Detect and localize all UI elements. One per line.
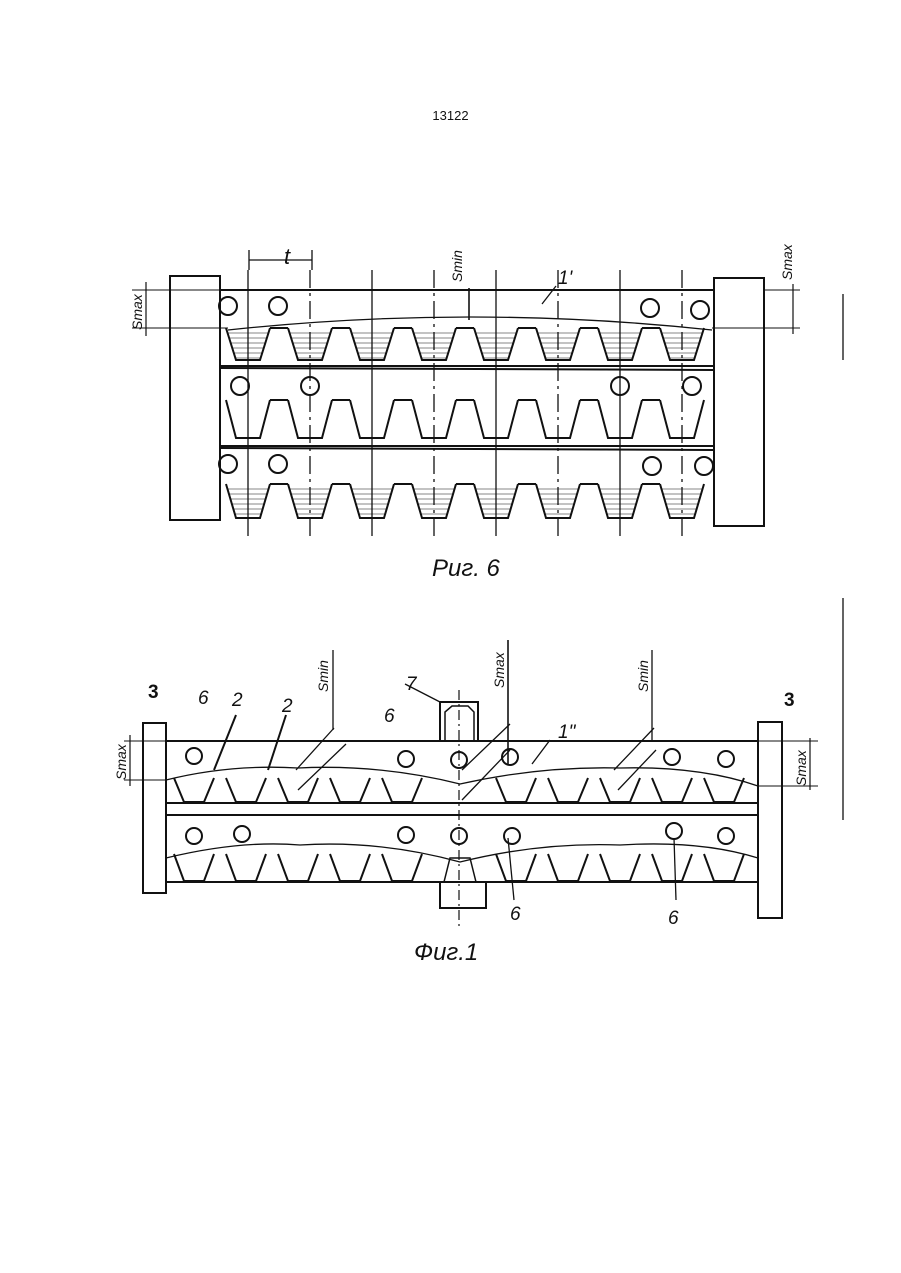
tooth	[496, 854, 536, 881]
pin-hole	[219, 455, 237, 473]
figure-6	[132, 250, 843, 536]
pin-hole	[398, 751, 414, 767]
hole-label-a: 6	[198, 688, 209, 709]
tooth-label-a: 2	[231, 690, 243, 711]
rack-teeth	[226, 328, 704, 518]
tooth	[652, 778, 692, 802]
smax-left-label: Smax	[129, 293, 145, 330]
pin-hole	[695, 457, 713, 475]
tooth	[174, 778, 214, 802]
wear-profile-upper	[166, 767, 758, 786]
clamp-right-label: 3	[784, 690, 795, 711]
tooth-label-b: 2	[281, 696, 293, 717]
smin-label-a: Smin	[315, 660, 331, 692]
clamp-left-label: 3	[148, 682, 159, 703]
pin-hole	[643, 457, 661, 475]
left-clamp-block	[170, 276, 220, 520]
smax-top-label: Smax	[491, 651, 507, 688]
tooth	[226, 778, 266, 802]
pin-hole	[718, 828, 734, 844]
right-clamp-plate	[758, 722, 782, 918]
pin-hole	[504, 828, 520, 844]
tooth	[496, 778, 536, 802]
pin-hole	[219, 297, 237, 315]
pin-hole	[231, 377, 249, 395]
smin-label-b: Smin	[635, 660, 651, 692]
tooth	[330, 854, 370, 881]
tooth	[548, 778, 588, 802]
center-tool-lower	[440, 882, 486, 908]
pin-hole	[691, 301, 709, 319]
pin-hole	[664, 749, 680, 765]
tooth	[704, 778, 744, 802]
smax-right-label: Smax	[779, 243, 795, 280]
pin-holes	[186, 748, 734, 844]
pin-hole	[666, 823, 682, 839]
part-label: 1'	[558, 268, 574, 289]
tool-label: 7	[406, 674, 418, 695]
tooth	[704, 854, 744, 881]
tooth	[600, 778, 640, 802]
hole-label-c: 6	[510, 904, 521, 925]
tooth	[278, 854, 318, 881]
pin-hole	[641, 299, 659, 317]
pin-hole	[186, 828, 202, 844]
right-clamp-block	[714, 278, 764, 526]
figure-1-caption: Фиг.1	[414, 939, 478, 966]
tooth	[600, 854, 640, 881]
smax-right-label: Smax	[793, 749, 809, 786]
pitch-label: t	[284, 244, 291, 269]
tooth	[330, 778, 370, 802]
smin-label: Smin	[449, 250, 465, 282]
pin-hole	[718, 751, 734, 767]
pin-hole	[502, 749, 518, 765]
pitch-axes	[248, 270, 682, 536]
tooth	[652, 854, 692, 881]
smax-left-label: Smax	[113, 743, 129, 780]
part-label: 1"	[558, 722, 577, 743]
pin-hole	[234, 826, 250, 842]
wear-profile-lower	[166, 844, 758, 862]
tooth	[548, 854, 588, 881]
pin-hole	[269, 455, 287, 473]
pin-hole	[186, 748, 202, 764]
hole-label-b: 6	[384, 706, 395, 727]
hole-label-d: 6	[668, 908, 679, 929]
tooth	[226, 854, 266, 881]
tooth	[174, 854, 214, 881]
tooth	[382, 854, 422, 881]
figure-6-caption: Риг. 6	[432, 555, 501, 582]
pin-hole	[269, 297, 287, 315]
pin-hole	[683, 377, 701, 395]
tooth	[382, 778, 422, 802]
left-clamp-plate	[143, 723, 166, 893]
figure-1	[124, 598, 843, 930]
pin-hole	[398, 827, 414, 843]
